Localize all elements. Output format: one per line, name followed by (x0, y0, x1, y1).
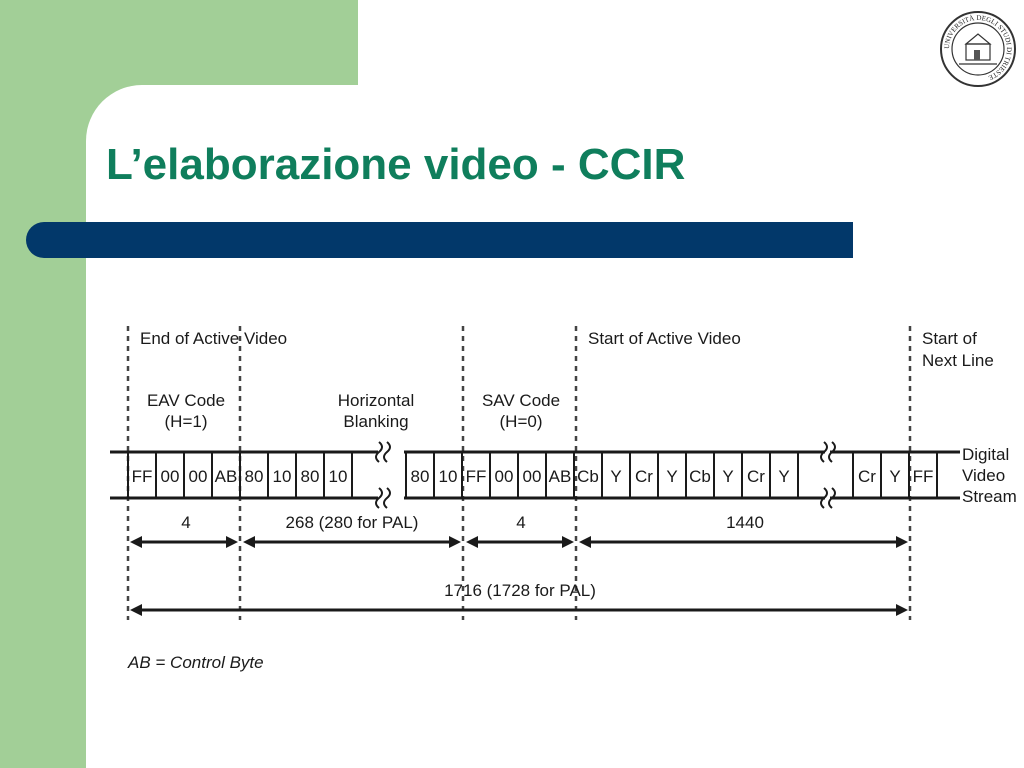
arrow-sav-head-left (466, 536, 478, 548)
stream-cell-0-3: AB (215, 467, 238, 486)
label-stream: Stream (962, 487, 1017, 506)
stream-cell-1-1: 10 (439, 467, 458, 486)
stream-cell-2-1: Y (889, 467, 900, 486)
span-label-active: 1440 (726, 513, 764, 532)
stream-cell-1-3: 00 (495, 467, 514, 486)
stream-cell-1-2: FF (466, 467, 487, 486)
ccir-line-diagram: End of Active Video Start of Active Video… (110, 326, 1017, 672)
span-label-sav: 4 (516, 513, 525, 532)
stream-cell-0-7: 10 (329, 467, 348, 486)
label-video: Video (962, 466, 1005, 485)
stream-cell-1-5: AB (549, 467, 572, 486)
arrow-active-head-left (579, 536, 591, 548)
slide-title: L’elaborazione video - CCIR (106, 140, 686, 189)
break-mark-active-1 (820, 487, 836, 509)
label-horizontal: Horizontal (338, 391, 415, 410)
stream-cell-0-5: 10 (273, 467, 292, 486)
label-sav-h0: (H=0) (500, 412, 543, 431)
span-label-total: 1716 (1728 for PAL) (444, 581, 596, 600)
arrow-blanking-head-right (449, 536, 461, 548)
label-eav-code: EAV Code (147, 391, 225, 410)
arrow-blanking-head-left (243, 536, 255, 548)
span-label-blanking: 268 (280 for PAL) (286, 513, 419, 532)
stream-cell-0-2: 00 (189, 467, 208, 486)
label-eav-h1: (H=1) (165, 412, 208, 431)
label-end-active-video: End of Active Video (140, 329, 287, 348)
label-start-next-line-1: Start of (922, 329, 977, 348)
stream-cell-1-8: Cr (635, 467, 653, 486)
arrow-eav-head-left (130, 536, 142, 548)
arrow-active-head-right (896, 536, 908, 548)
stream-cell-1-7: Y (610, 467, 621, 486)
stream-cell-1-12: Cr (747, 467, 765, 486)
arrow-total-head-left (130, 604, 142, 616)
note-control-byte: AB = Control Byte (127, 653, 264, 672)
arrow-total-head-right (896, 604, 908, 616)
stream-cell-2-2: FF (913, 467, 934, 486)
label-sav-code: SAV Code (482, 391, 560, 410)
title-underline-bar (26, 222, 853, 258)
stream-cell-1-0: 80 (411, 467, 430, 486)
arrow-eav-head-right (226, 536, 238, 548)
university-seal-icon: UNIVERSITÀ DEGLI STUDI DI TRIESTE (940, 11, 1016, 87)
stream-cell-1-4: 00 (523, 467, 542, 486)
break-mark-blank-1 (375, 487, 391, 509)
content-panel (86, 85, 1024, 768)
label-digital: Digital (962, 445, 1009, 464)
break-mark-blank-0 (375, 441, 391, 463)
stream-cell-0-6: 80 (301, 467, 320, 486)
stream-cell-0-0: FF (132, 467, 153, 486)
stream-cell-2-0: Cr (858, 467, 876, 486)
label-start-active-video: Start of Active Video (588, 329, 741, 348)
stream-cell-1-6: Cb (577, 467, 599, 486)
stream-cell-1-13: Y (778, 467, 789, 486)
span-label-eav: 4 (181, 513, 190, 532)
stream-cell-1-10: Cb (689, 467, 711, 486)
break-mark-active-0 (820, 441, 836, 463)
stream-cell-1-9: Y (666, 467, 677, 486)
stream-cell-0-4: 80 (245, 467, 264, 486)
arrow-sav-head-right (562, 536, 574, 548)
label-blanking: Blanking (343, 412, 408, 431)
stream-cell-1-11: Y (722, 467, 733, 486)
top-white-area (358, 0, 1024, 85)
label-start-next-line-2: Next Line (922, 351, 994, 370)
stream-cell-0-1: 00 (161, 467, 180, 486)
